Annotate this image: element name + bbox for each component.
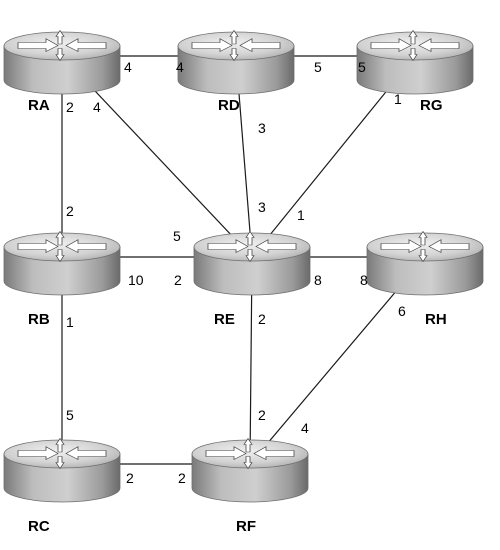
router-icon [3,231,121,296]
link-cost-label: 2 [126,470,134,486]
link-cost-label: 4 [176,59,184,75]
router-label-rb: RB [28,311,50,328]
link-cost-label: 4 [301,420,309,436]
link-cost-label: 5 [358,59,366,75]
router-icon [3,30,121,95]
link-cost-label: 1 [297,207,305,223]
router-label-rg: RG [420,97,443,114]
link-cost-label: 4 [93,99,101,115]
router-label-re: RE [214,311,235,328]
link-cost-label: 2 [178,470,186,486]
router-icon [3,438,121,503]
link-cost-label: 4 [124,59,132,75]
router-label-rd: RD [218,97,240,114]
link-cost-label: 1 [66,314,74,330]
router-label-rf: RF [236,518,256,535]
link-cost-label: 8 [314,272,322,288]
routers-layer [3,30,484,503]
link-cost-label: 3 [258,120,266,136]
link-cost-label: 2 [258,407,266,423]
link-cost-label: 2 [66,99,74,115]
link-cost-label: 5 [66,407,74,423]
link-cost-label: 2 [174,272,182,288]
link-cost-label: 2 [258,311,266,327]
router-icon [177,30,295,95]
link-cost-label: 8 [360,272,368,288]
router-label-ra: RA [28,97,50,114]
link-cost-label: 6 [398,303,406,319]
router-icon [191,438,309,503]
router-label-rh: RH [425,311,447,328]
router-label-rc: RC [28,518,50,535]
labels-layer: 4 4 5 5 2 2 4 5 3 3 1 1 10 2 8 8 1 5 2 2 6 4 2 2 RA RD RG RB RE RH RC R… [28,59,447,535]
link-cost-label: 1 [394,91,402,107]
link-cost-label: 5 [314,59,322,75]
router-icon [366,231,484,296]
link-cost-label: 3 [258,199,266,215]
link-cost-label: 5 [173,228,181,244]
link-cost-label: 2 [66,203,74,219]
link-cost-label: 10 [128,272,144,288]
router-icon [356,30,474,95]
router-icon [193,231,311,296]
